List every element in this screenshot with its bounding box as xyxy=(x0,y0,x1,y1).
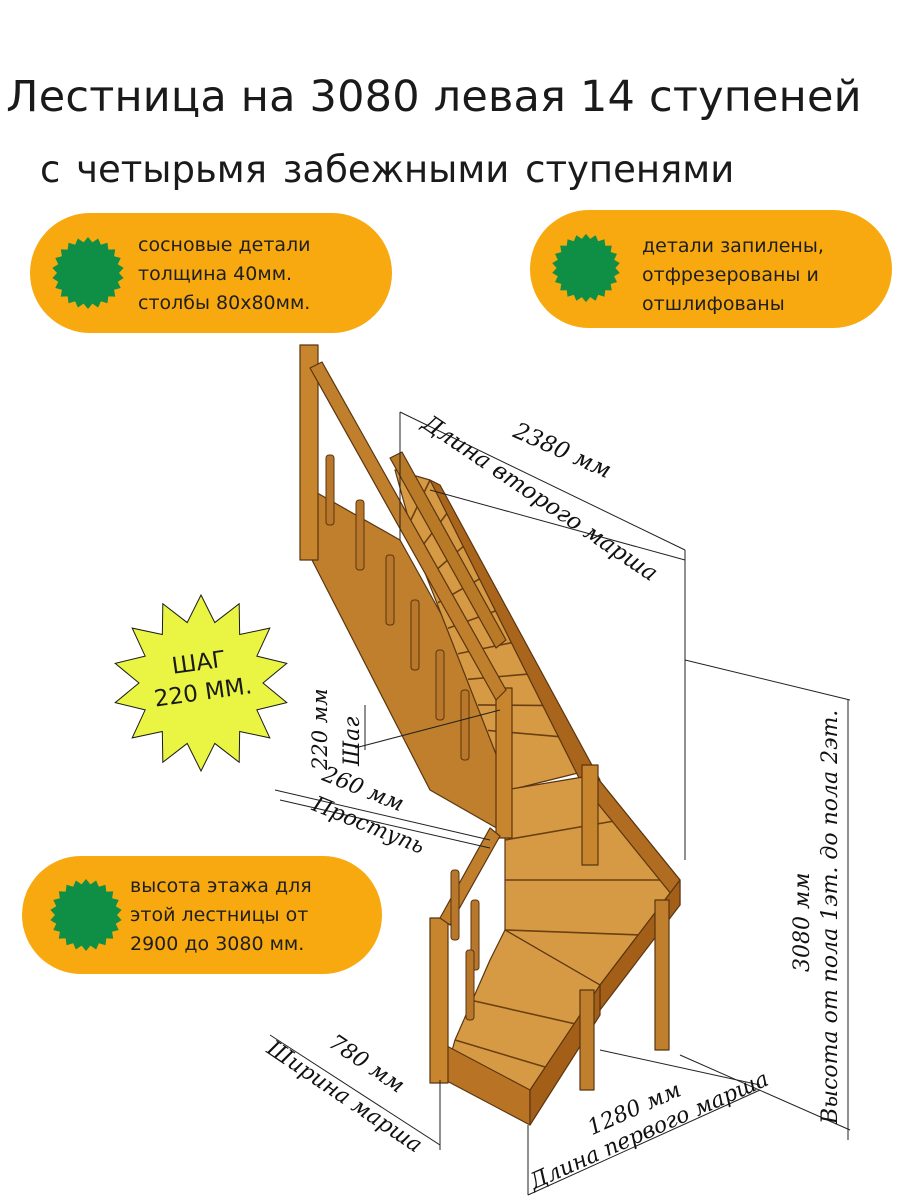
pill-line: столбы 80х80мм. xyxy=(138,292,311,314)
stringer-upper-right xyxy=(429,479,601,801)
step-edge xyxy=(467,672,537,681)
info-pill-floor-height: высота этажа для этой лестницы от 2900 д… xyxy=(22,856,382,974)
dimension-lines xyxy=(269,411,851,1196)
baluster xyxy=(385,554,395,626)
step-edge xyxy=(469,999,581,1026)
step-edge xyxy=(457,640,520,655)
baluster xyxy=(450,869,460,941)
baluster xyxy=(410,599,420,671)
info-pill-material: сосновые детали толщина 40мм. столбы 80х… xyxy=(30,213,392,333)
green-seal-icon xyxy=(52,237,124,309)
support-leg xyxy=(654,899,670,1051)
pill-line: отшлифованы xyxy=(642,293,785,315)
newel-post xyxy=(429,917,449,1084)
support-leg xyxy=(579,989,595,1091)
newel-post xyxy=(299,344,319,561)
pill-line: сосновые детали xyxy=(138,234,311,256)
pill-line: толщина 40мм. xyxy=(138,263,293,285)
baluster xyxy=(460,689,470,761)
dim-step-height-value: 220 мм xyxy=(308,688,332,770)
handrail-upper-2 xyxy=(389,451,507,649)
green-seal-icon xyxy=(50,879,122,951)
dim-floor-height-value: 3080 мм xyxy=(790,872,815,972)
baluster xyxy=(465,949,475,1021)
baluster xyxy=(435,649,445,721)
pill-line: этой лестницы от xyxy=(130,904,309,926)
winder-step-lines xyxy=(504,819,665,936)
newel-post xyxy=(581,764,599,866)
dim-floor-height-label: Высота от пола 1эт. до пола 2эт. xyxy=(818,709,843,1124)
pill-line: 2900 до 3080 мм. xyxy=(130,933,305,955)
handrail-lower xyxy=(439,827,501,926)
baluster xyxy=(355,499,365,571)
step-badge: ШАГ 220 ММ. xyxy=(110,592,292,774)
starburst-icon xyxy=(114,593,288,773)
dim-step-height-label: Шаг xyxy=(340,716,365,766)
info-pill-processing: детали запилены, отфрезерованы и отшлифо… xyxy=(530,210,892,328)
page-title: Лестница на 3080 левая 14 ступеней xyxy=(6,72,862,122)
page-subtitle: с четырьмя забежными ступенями xyxy=(40,148,735,191)
balusters xyxy=(325,454,480,1021)
step-edge xyxy=(454,1039,556,1071)
handrail-upper xyxy=(309,361,507,701)
lower-step-lines xyxy=(454,999,581,1071)
pill-line: детали запилены, xyxy=(642,235,824,257)
step-edge xyxy=(477,704,555,707)
green-seal-icon xyxy=(552,233,620,303)
baluster xyxy=(325,454,335,526)
pill-line: отфрезерованы и xyxy=(642,264,819,286)
step-edge xyxy=(504,929,641,936)
step-edge xyxy=(504,819,621,841)
pill-line: высота этажа для xyxy=(130,875,312,897)
